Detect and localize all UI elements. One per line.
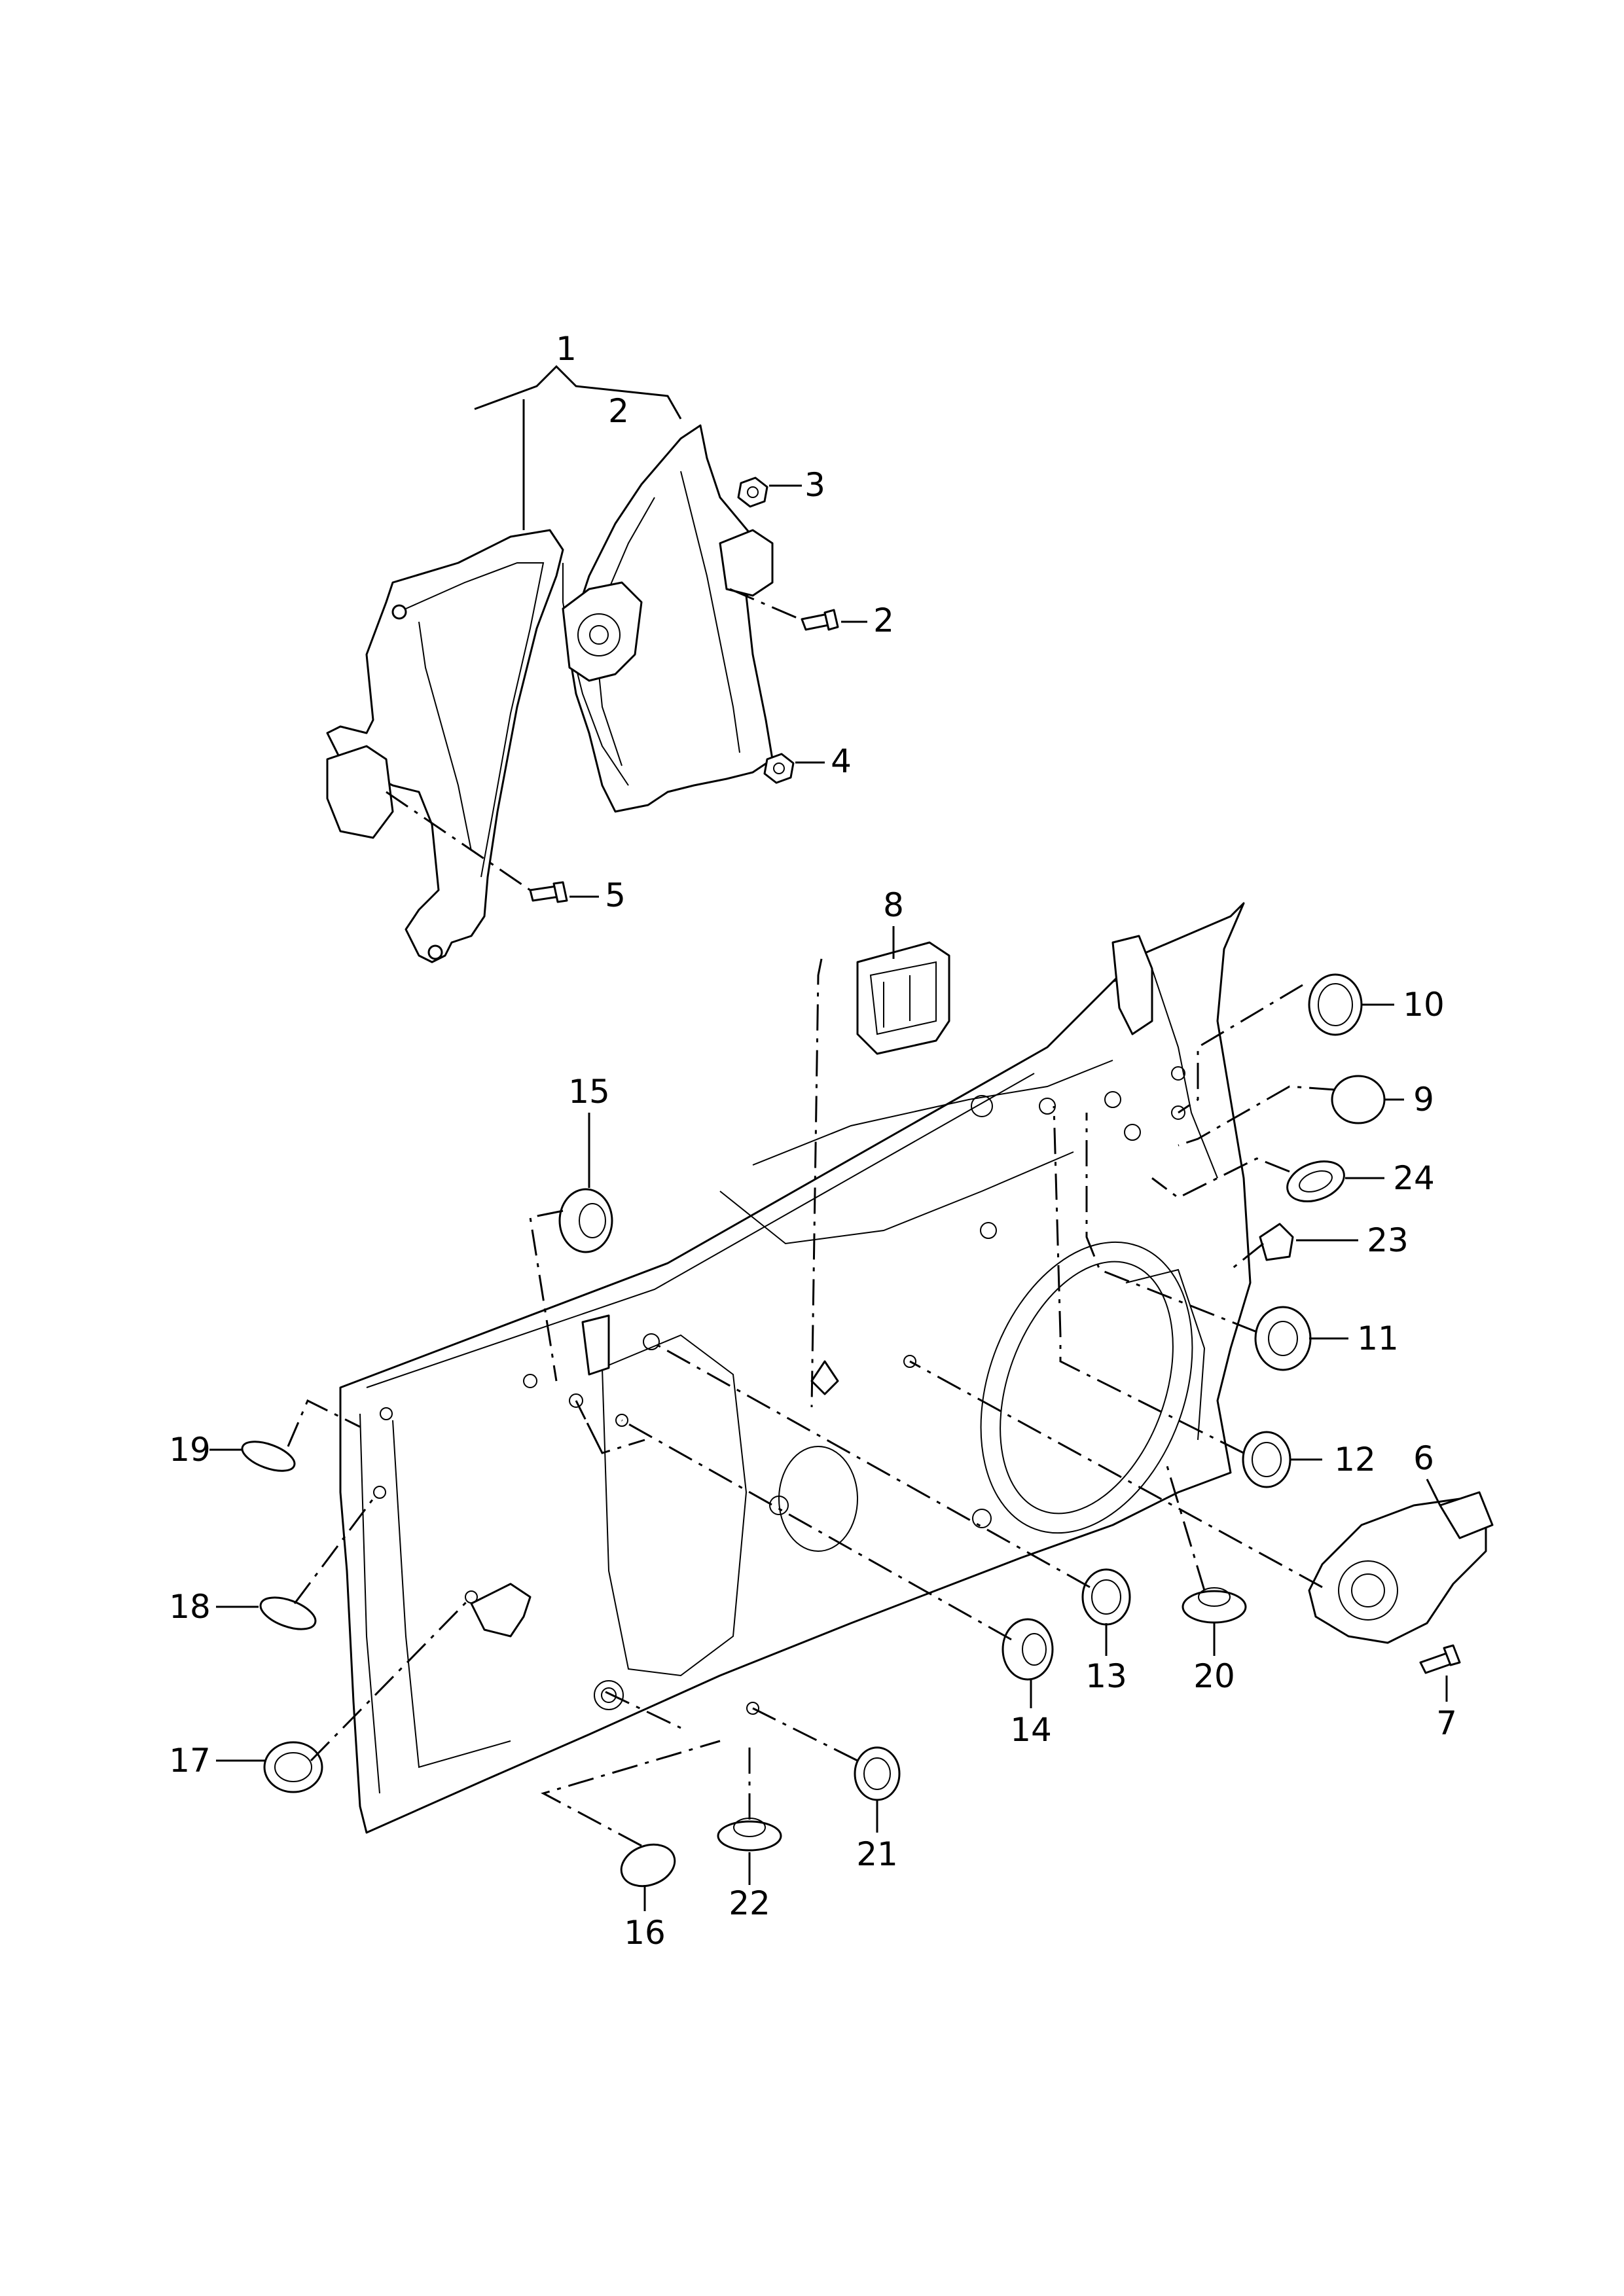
regulator-bracket-left	[326, 745, 394, 839]
control-module	[856, 941, 950, 1055]
grommet-13	[1081, 1568, 1131, 1626]
label-1: 1	[556, 330, 577, 368]
door-hinge-bracket	[1111, 935, 1153, 1035]
label-4: 4	[831, 742, 852, 780]
label-12: 12	[1334, 1441, 1376, 1479]
regulator-fasteners	[529, 476, 839, 903]
nut-icon	[737, 476, 768, 508]
regulator-drive-unit	[562, 581, 643, 682]
label-13: 13	[1085, 1657, 1127, 1695]
label-5: 5	[605, 876, 626, 914]
clip-23	[1259, 1223, 1294, 1261]
label-6: 6	[1413, 1439, 1434, 1477]
grommet-14	[1001, 1618, 1054, 1681]
label-11: 11	[1357, 1319, 1399, 1357]
door-opening-front	[601, 1334, 748, 1677]
label-23: 23	[1367, 1221, 1409, 1259]
label-15: 15	[568, 1073, 610, 1111]
leaders-lower	[209, 926, 1448, 1911]
label-3: 3	[804, 466, 825, 504]
grommet-11	[1254, 1306, 1312, 1371]
label-14: 14	[1010, 1711, 1052, 1749]
grommet-21	[854, 1746, 901, 1801]
label-8: 8	[883, 886, 904, 924]
oval-grommet-24	[1286, 1160, 1345, 1202]
label-2-top: 2	[608, 392, 629, 430]
label-9: 9	[1413, 1081, 1434, 1119]
label-7: 7	[1436, 1704, 1457, 1742]
label-18: 18	[169, 1588, 211, 1626]
plug-16	[620, 1843, 676, 1888]
label-2-right: 2	[873, 601, 894, 639]
window-regulator-assembly	[326, 424, 774, 963]
door-panel-outline	[339, 902, 1252, 1834]
door-handle-recess	[470, 1583, 532, 1638]
label-10: 10	[1403, 986, 1445, 1024]
window-motor	[1308, 1491, 1494, 1674]
grommet-15	[558, 1188, 613, 1253]
label-19: 19	[169, 1431, 211, 1469]
plug-19	[241, 1441, 296, 1472]
label-16: 16	[624, 1914, 666, 1952]
part-labels: 1 2 3 2 4 5 8 10 9 15 24 23 11 6 12 19 1…	[169, 330, 1457, 1952]
label-21: 21	[856, 1835, 898, 1873]
regulator-bracket-right	[719, 529, 774, 597]
label-22: 22	[729, 1884, 770, 1922]
speaker-opening	[980, 1241, 1193, 1534]
door-inner-panel	[339, 902, 1252, 1834]
nut-icon	[763, 753, 795, 784]
assignment-lines	[287, 958, 1336, 1847]
plug-18	[259, 1596, 317, 1630]
label-24: 24	[1393, 1159, 1435, 1197]
grommet-17	[263, 1741, 323, 1793]
label-17: 17	[169, 1742, 211, 1780]
regulator-left-rail	[326, 529, 564, 963]
grommet-12	[1242, 1431, 1291, 1488]
leaders-upper	[386, 365, 867, 898]
label-20: 20	[1193, 1657, 1235, 1695]
plug-9	[1331, 1075, 1386, 1124]
